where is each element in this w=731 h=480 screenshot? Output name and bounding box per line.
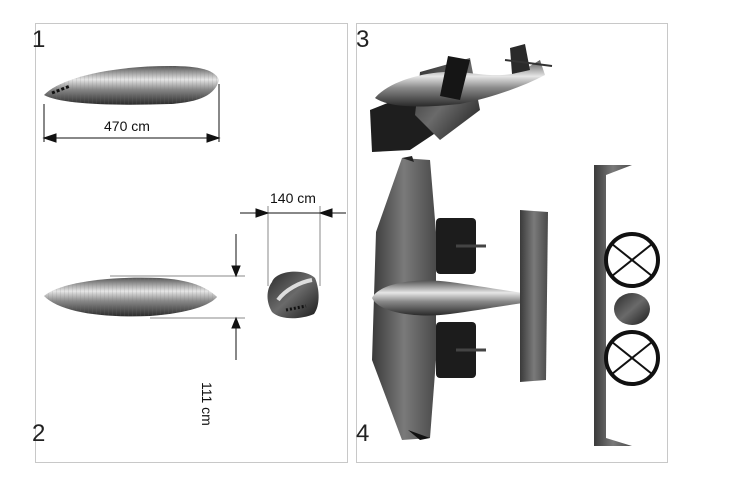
width-dimension-line [240,206,346,286]
height-dimension-label: 111 cm [199,382,215,426]
fuselage-front-view [267,271,319,319]
left-panel-frame [35,23,348,463]
panel-2-label: 2 [32,420,46,447]
height-dimension-lines [110,234,245,360]
length-dimension-label: 470 cm [104,118,150,134]
panel-1-label: 1 [32,26,46,53]
aircraft-3d-view [370,44,553,152]
panel-4-label: 4 [356,420,370,447]
aircraft-plan-view [372,156,660,446]
fuselage-top-view [44,66,219,105]
width-dimension-label: 140 cm [270,190,316,206]
length-dimension-line [42,84,221,143]
panel-3-label: 3 [356,26,370,53]
fuselage-side-view [44,277,217,317]
right-panel-frame [356,23,668,463]
